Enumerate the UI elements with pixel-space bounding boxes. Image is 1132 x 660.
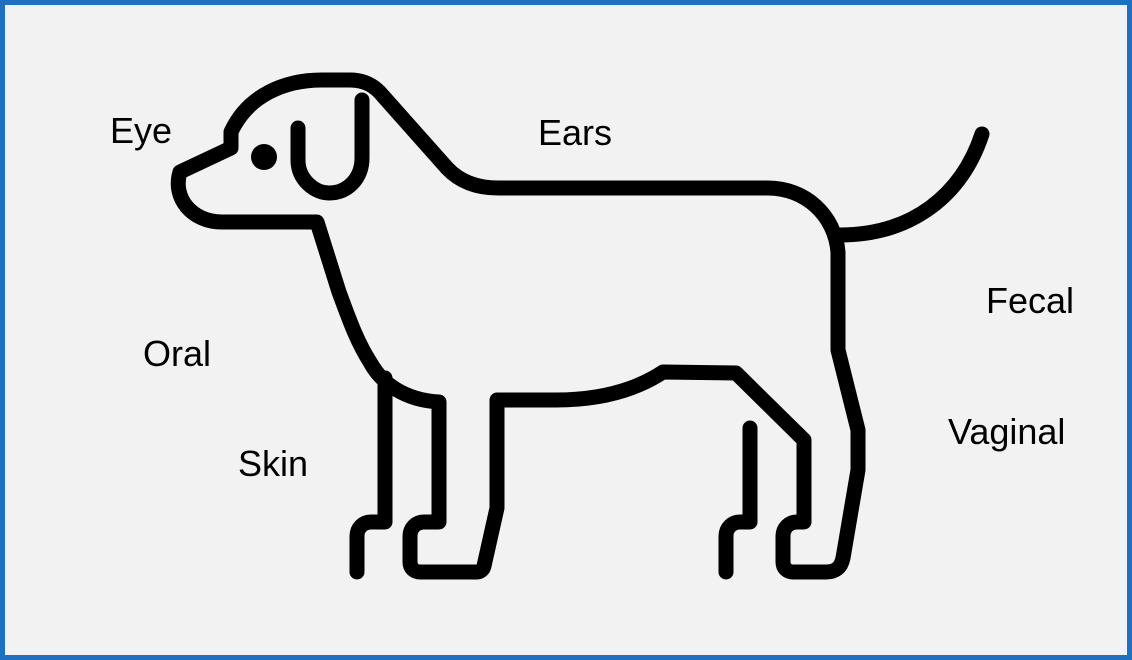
label-oral: Oral bbox=[143, 334, 211, 374]
dog-hind-leg-back bbox=[726, 428, 750, 572]
dog-front-leg-back bbox=[357, 378, 385, 572]
label-eye: Eye bbox=[110, 111, 172, 151]
dog-ear bbox=[298, 100, 362, 193]
dog-eye bbox=[251, 144, 277, 170]
label-fecal: Fecal bbox=[986, 281, 1074, 321]
label-skin: Skin bbox=[238, 444, 308, 484]
dog-tail bbox=[840, 134, 982, 235]
label-ears: Ears bbox=[538, 113, 612, 153]
label-vaginal: Vaginal bbox=[948, 412, 1065, 452]
